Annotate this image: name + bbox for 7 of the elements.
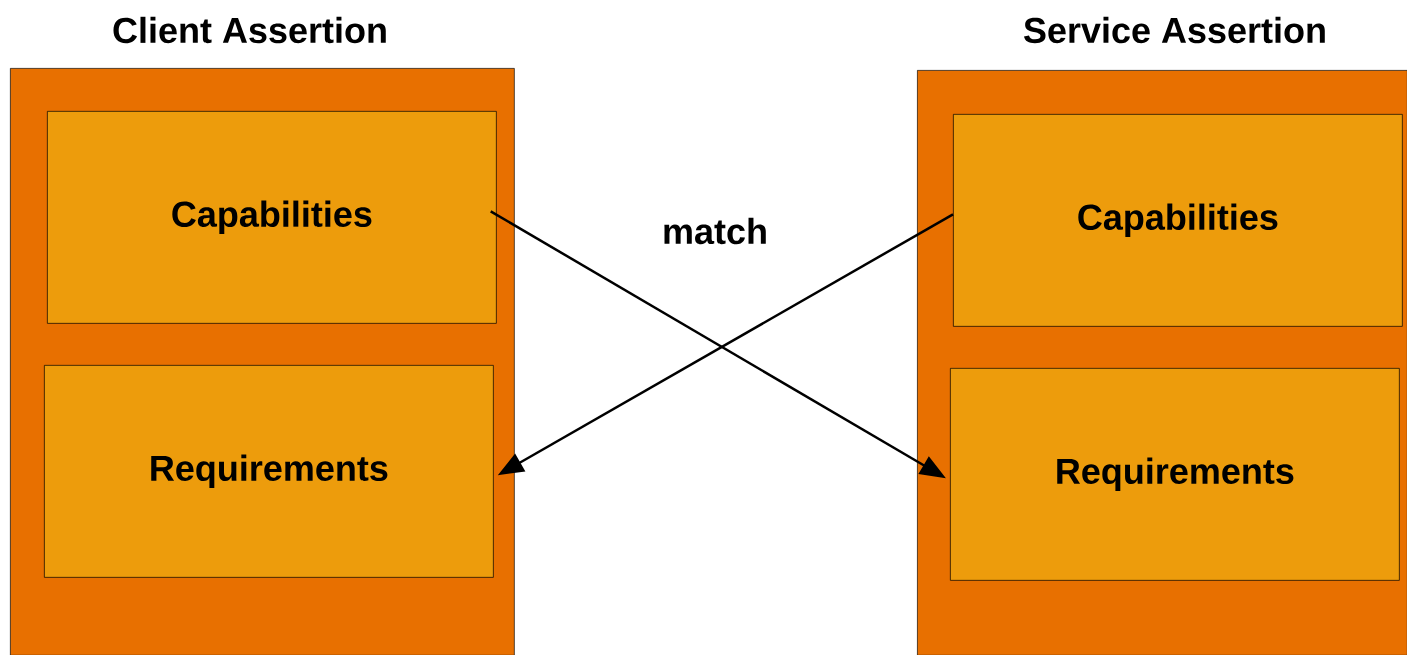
panel-heading: Client Assertion	[113, 16, 386, 44]
panel-heading: Service Assertion	[1023, 16, 1325, 44]
section-box: Capabilities	[47, 111, 497, 324]
match-label: match	[664, 217, 766, 245]
section-box: Requirements	[950, 368, 1400, 581]
section-box: Capabilities	[953, 114, 1403, 327]
section-box: Requirements	[44, 365, 494, 578]
